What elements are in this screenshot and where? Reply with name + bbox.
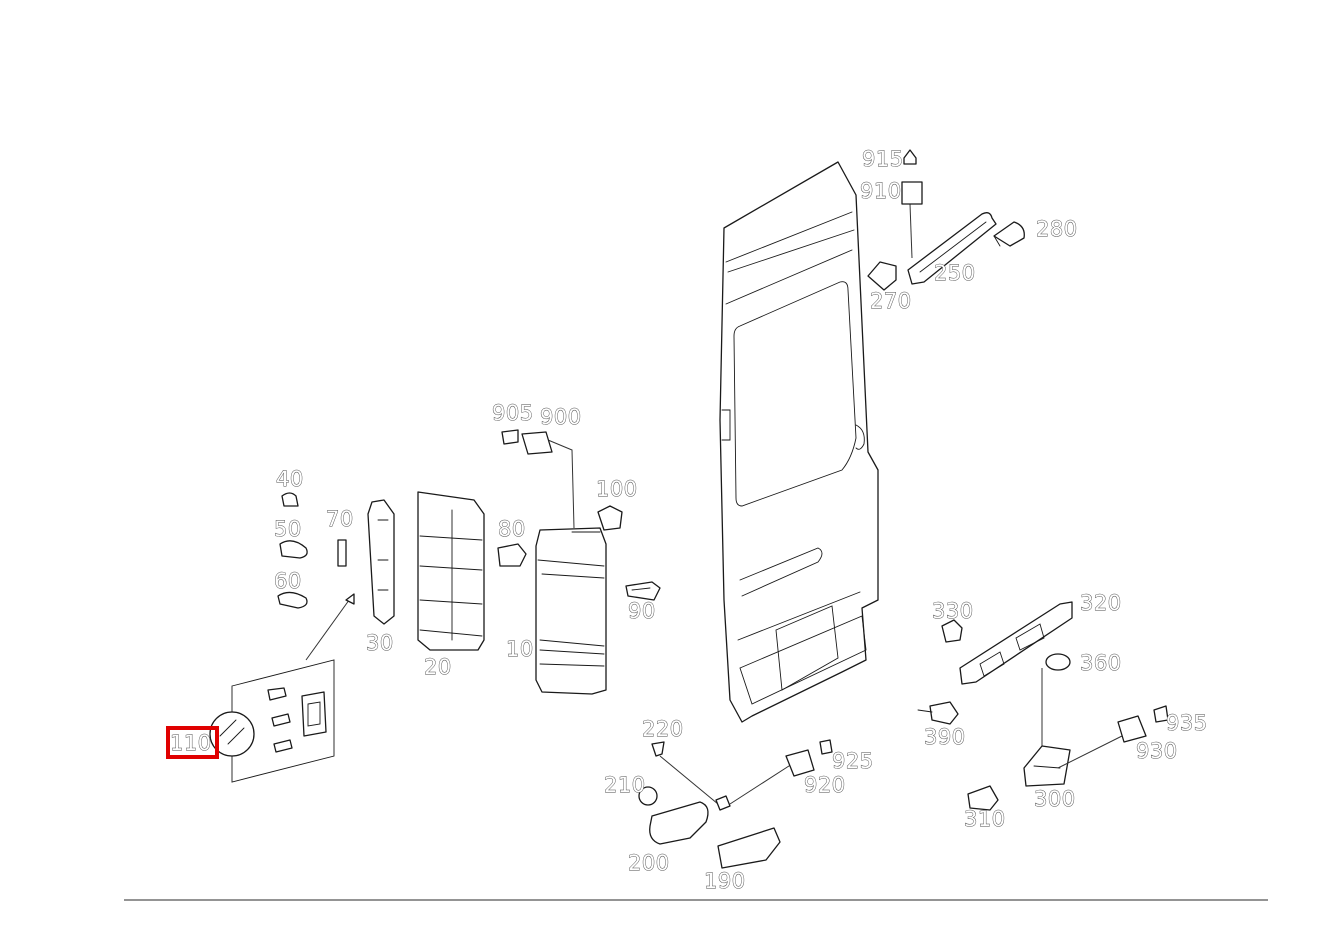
- callout-250[interactable]: 250: [934, 261, 976, 286]
- callout-935[interactable]: 935: [1166, 711, 1208, 736]
- callout-900[interactable]: 900: [540, 405, 582, 430]
- bulb-set-drawing: [277, 492, 355, 661]
- callout-90[interactable]: 90: [628, 599, 656, 624]
- marker-lamp-drawing: [638, 739, 833, 869]
- callout-330[interactable]: 330: [932, 599, 974, 624]
- callout-40[interactable]: 40: [276, 467, 304, 492]
- callout-390[interactable]: 390: [924, 725, 966, 750]
- callout-320[interactable]: 320: [1080, 591, 1122, 616]
- callout-110[interactable]: 110: [170, 731, 212, 756]
- callout-920[interactable]: 920: [804, 773, 846, 798]
- callout-200[interactable]: 200: [628, 851, 670, 876]
- callout-60[interactable]: 60: [274, 569, 302, 594]
- callout-labels: 915 910 280 250 270 905 900 100 40 50 70…: [274, 147, 1208, 894]
- callout-30[interactable]: 30: [366, 631, 394, 656]
- callout-190[interactable]: 190: [704, 869, 746, 894]
- door-stop-parts: [867, 149, 1025, 291]
- selection-highlight-box: [166, 726, 219, 759]
- callout-20[interactable]: 20: [424, 655, 452, 680]
- callout-10[interactable]: 10: [506, 637, 534, 662]
- license-lamp-drawing: [917, 601, 1169, 811]
- repair-kit-drawing: [209, 659, 335, 783]
- bulb-carrier-drawing: [367, 499, 395, 625]
- callout-905[interactable]: 905: [492, 401, 534, 426]
- callout-910[interactable]: 910: [860, 179, 902, 204]
- callout-310[interactable]: 310: [964, 807, 1006, 832]
- callout-915[interactable]: 915: [862, 147, 904, 172]
- callout-70[interactable]: 70: [326, 507, 354, 532]
- tail-lamp-drawing: [497, 429, 661, 695]
- callout-50[interactable]: 50: [274, 517, 302, 542]
- callout-220[interactable]: 220: [642, 717, 684, 742]
- callout-930[interactable]: 930: [1136, 739, 1178, 764]
- callout-300[interactable]: 300: [1034, 787, 1076, 812]
- callout-280[interactable]: 280: [1036, 217, 1078, 242]
- callout-270[interactable]: 270: [870, 289, 912, 314]
- callout-925[interactable]: 925: [832, 749, 874, 774]
- callout-80[interactable]: 80: [498, 517, 526, 542]
- selected-callout-110[interactable]: 110: [166, 726, 219, 759]
- lamp-lens-drawing: [417, 491, 485, 651]
- callout-360[interactable]: 360: [1080, 651, 1122, 676]
- rear-door-drawing: [719, 161, 879, 723]
- callout-210[interactable]: 210: [604, 773, 646, 798]
- callout-100[interactable]: 100: [596, 477, 638, 502]
